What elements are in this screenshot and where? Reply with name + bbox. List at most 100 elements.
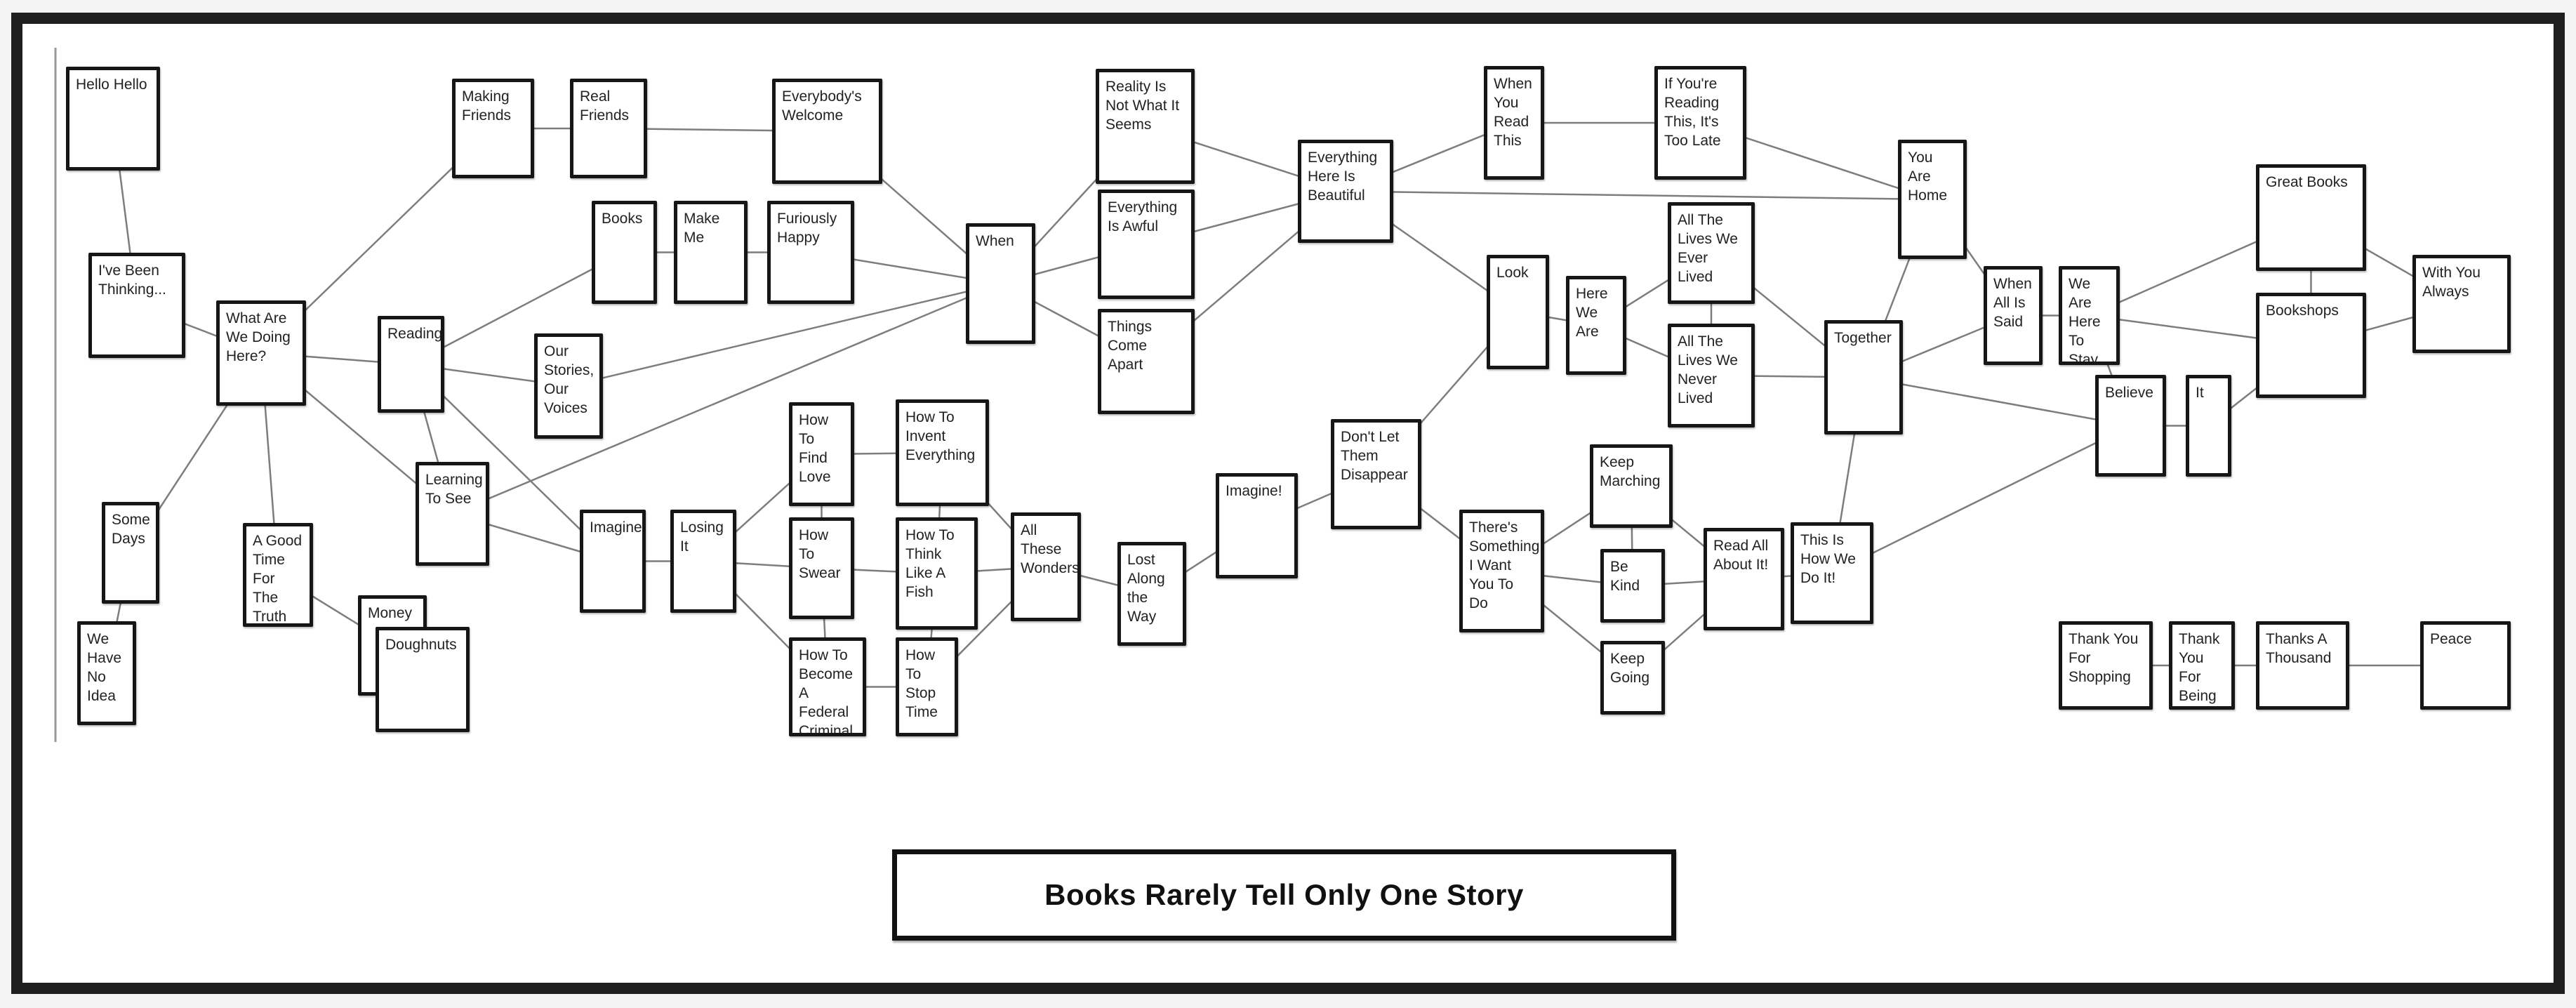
node-things-come-apart[interactable]: Things Come Apart xyxy=(1098,309,1195,414)
node-all-these-wonders[interactable]: All These Wonders xyxy=(1011,512,1081,621)
node-a-good-time-for-the-truth[interactable]: A Good Time For The Truth xyxy=(243,523,313,627)
node-label: This Is How We Do It! xyxy=(1800,532,1856,586)
node-furiously-happy[interactable]: Furiously Happy xyxy=(767,201,854,304)
node-label: Everything Here Is Beautiful xyxy=(1308,150,1378,204)
node-label: There's Something I Want You To Do xyxy=(1469,519,1540,611)
node-how-to-think-like-a-fish[interactable]: How To Think Like A Fish xyxy=(896,517,978,630)
node-books[interactable]: Books xyxy=(592,201,657,304)
node-label: Losing It xyxy=(680,519,724,555)
node-making-friends[interactable]: Making Friends xyxy=(452,79,534,178)
node-label: Everybody's Welcome xyxy=(782,88,862,124)
node-label: Thanks A Thousand xyxy=(2266,631,2332,666)
node-everybodys-welcome[interactable]: Everybody's Welcome xyxy=(772,79,882,184)
node-reality-is-not-what-it-seems[interactable]: Reality Is Not What It Seems xyxy=(1096,69,1195,184)
node-reading[interactable]: Reading xyxy=(378,316,444,413)
node-label: Together xyxy=(1834,330,1892,346)
node-theres-something-i-want-you-to-do[interactable]: There's Something I Want You To Do xyxy=(1459,510,1544,632)
node-label: Read All About It! xyxy=(1713,538,1769,573)
node-bookshops[interactable]: Bookshops xyxy=(2256,293,2366,398)
node-keep-marching[interactable]: Keep Marching xyxy=(1590,444,1673,528)
node-this-is-how-we-do-it[interactable]: This Is How We Do It! xyxy=(1791,522,1873,624)
node-label: Our Stories, Our Voices xyxy=(544,343,595,416)
node-label: Real Friends xyxy=(580,88,630,124)
node-we-are-here-to-stay[interactable]: We Are Here To Stay xyxy=(2059,266,2120,365)
node-label: Bookshops xyxy=(2266,303,2339,319)
node-when[interactable]: When xyxy=(966,223,1035,344)
node-with-you-always[interactable]: With You Always xyxy=(2412,255,2511,353)
node-you-are-home[interactable]: You Are Home xyxy=(1898,140,1967,259)
node-label: Peace xyxy=(2430,631,2472,647)
node-label: Don't Let Them Disappear xyxy=(1341,429,1408,483)
node-doughnuts[interactable]: Doughnuts xyxy=(376,627,470,732)
node-how-to-swear[interactable]: How To Swear xyxy=(789,517,854,619)
node-ive-been-thinking[interactable]: I've Been Thinking... xyxy=(88,253,185,358)
node-real-friends[interactable]: Real Friends xyxy=(570,79,647,178)
node-label: Doughnuts xyxy=(385,637,457,653)
node-learning-to-see[interactable]: Learning To See xyxy=(416,462,489,566)
node-lost-along-the-way[interactable]: Lost Along the Way xyxy=(1117,542,1186,646)
edge-this-is-how-we-do-it--believe xyxy=(1831,425,2132,574)
node-label: A Good Time For The Truth xyxy=(253,533,303,625)
node-when-you-read-this[interactable]: When You Read This xyxy=(1484,66,1544,180)
node-here-we-are[interactable]: Here We Are xyxy=(1566,276,1626,375)
node-label: Imagine! xyxy=(1226,483,1282,499)
node-label: Reading xyxy=(387,326,443,342)
node-some-days[interactable]: Some Days xyxy=(102,502,159,604)
node-label: Make Me xyxy=(684,211,720,246)
edge-reading--imagine xyxy=(410,364,613,562)
node-label: How To Invent Everything xyxy=(905,409,976,463)
node-how-to-find-love[interactable]: How To Find Love xyxy=(789,402,854,506)
node-it[interactable]: It xyxy=(2186,375,2231,477)
node-when-all-is-said[interactable]: When All Is Said xyxy=(1984,266,2043,365)
node-our-stories-our-voices[interactable]: Our Stories, Our Voices xyxy=(534,333,603,439)
node-how-to-become-a-federal-criminal[interactable]: How To Become A Federal Criminal xyxy=(789,637,866,736)
node-label: Here We Are xyxy=(1576,286,1608,340)
node-keep-going[interactable]: Keep Going xyxy=(1600,641,1665,715)
node-label: Learning To See xyxy=(425,472,483,507)
node-losing-it[interactable]: Losing It xyxy=(670,510,736,613)
node-if-youre-reading-this-its-too-late[interactable]: If You're Reading This, It's Too Late xyxy=(1654,66,1746,180)
node-imagine[interactable]: Imagine xyxy=(580,510,646,613)
node-label: All The Lives We Never Lived xyxy=(1678,333,1738,406)
node-everything-here-is-beautiful[interactable]: Everything Here Is Beautiful xyxy=(1298,140,1393,243)
node-all-the-lives-we-never-lived[interactable]: All The Lives We Never Lived xyxy=(1668,324,1755,427)
node-label: How To Swear xyxy=(799,527,841,581)
node-label: Books xyxy=(602,211,643,227)
node-label: How To Become A Federal Criminal xyxy=(799,647,854,736)
node-how-to-stop-time[interactable]: How To Stop Time xyxy=(896,637,958,736)
node-all-the-lives-we-ever-lived[interactable]: All The Lives We Ever Lived xyxy=(1668,202,1755,304)
node-label: Thank You For Shopping xyxy=(2069,631,2139,685)
node-everything-is-awful[interactable]: Everything Is Awful xyxy=(1098,190,1195,299)
node-be-kind[interactable]: Be Kind xyxy=(1600,549,1665,623)
node-how-to-invent-everything[interactable]: How To Invent Everything xyxy=(896,399,989,506)
edge-together--believe xyxy=(1863,376,2131,427)
node-label: When You Read This xyxy=(1494,76,1532,149)
node-label: It xyxy=(2196,385,2204,401)
node-peace[interactable]: Peace xyxy=(2420,621,2511,710)
node-we-have-no-idea[interactable]: We Have No Idea xyxy=(77,621,136,725)
node-label: Making Friends xyxy=(462,88,512,124)
node-great-books[interactable]: Great Books xyxy=(2256,164,2366,271)
edge-learning-to-see--when xyxy=(452,282,1001,515)
node-label: I've Been Thinking... xyxy=(98,263,166,298)
node-believe[interactable]: Believe xyxy=(2095,375,2166,477)
node-label: Great Books xyxy=(2266,174,2348,190)
node-dont-let-them-disappear[interactable]: Don't Let Them Disappear xyxy=(1331,419,1421,529)
node-make-me[interactable]: Make Me xyxy=(674,201,748,304)
node-hello-hello[interactable]: Hello Hello xyxy=(66,67,160,171)
node-look[interactable]: Look xyxy=(1487,255,1549,369)
title-box[interactable]: Books Rarely Tell Only One Story xyxy=(892,849,1676,941)
node-label: Thank You For Being A Friend xyxy=(2179,631,2220,704)
node-label: Furiously Happy xyxy=(777,211,837,246)
node-thanks-a-thousand[interactable]: Thanks A Thousand xyxy=(2256,621,2349,710)
edge-everything-here-is-beautiful--you-are-home xyxy=(1345,190,1933,201)
node-what-are-we-doing-here[interactable]: What Are We Doing Here? xyxy=(216,300,306,406)
node-imagine-excl[interactable]: Imagine! xyxy=(1216,473,1298,578)
node-thank-you-for-being-a-friend[interactable]: Thank You For Being A Friend xyxy=(2169,621,2235,710)
node-read-all-about-it[interactable]: Read All About It! xyxy=(1704,528,1784,630)
node-label: What Are We Doing Here? xyxy=(226,310,291,364)
node-together[interactable]: Together xyxy=(1824,320,1903,435)
node-thank-you-for-shopping[interactable]: Thank You For Shopping xyxy=(2059,621,2153,710)
node-label: You Are Home xyxy=(1908,150,1948,204)
